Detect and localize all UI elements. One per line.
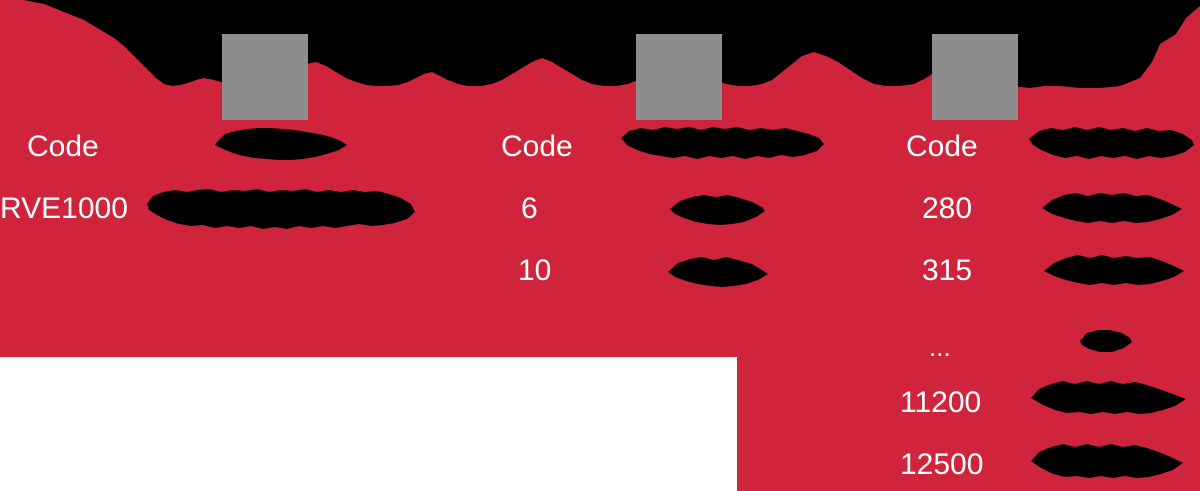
top-black-mask [0,0,1200,120]
column-2-description-header-redaction [619,124,824,164]
column-2-row-1-description-redaction [670,192,765,228]
diamond-marker-3 [932,34,1018,120]
column-1-row-1-code: RVE1000 [0,192,128,225]
column-3-row-1-code: 280 [922,192,973,225]
column-1-code-header: Code [27,130,99,163]
column-2-row-1-code: 6 [521,192,538,225]
column-1-description-header-redaction [211,124,347,164]
column-3-row-2-code: 315 [922,254,973,287]
column-3-row-3-code: ... [929,332,951,362]
diamond-marker-2 [636,34,722,120]
column-3-row-3-description-redaction [1080,328,1132,354]
column-1-row-1-description-redaction [145,186,415,232]
column-2-row-2-code: 10 [518,254,552,287]
column-3-row-2-description-redaction [1044,252,1184,290]
column-3-row-4-description-redaction [1031,378,1186,420]
diamond-marker-1 [222,34,308,120]
column-2-row-2-description-redaction [668,254,768,290]
column-3-description-header-redaction [1029,124,1194,164]
column-3-row-4-code: 11200 [900,386,982,419]
column-3-row-5-code: 12500 [900,448,984,481]
column-3-row-1-description-redaction [1042,190,1182,228]
column-3-code-header: Code [906,130,978,163]
column-3-row-5-description-redaction [1031,440,1183,484]
column-2-code-header: Code [501,130,573,163]
